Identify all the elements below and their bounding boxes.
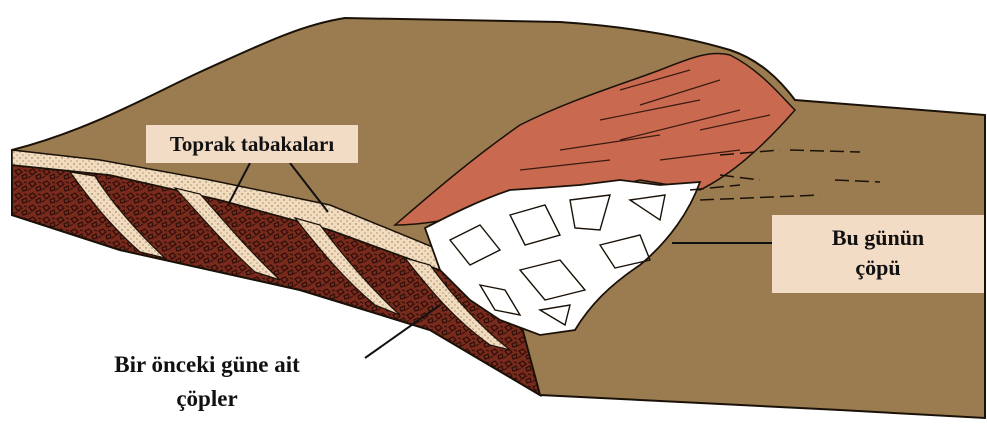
soil-layers-label-text: Toprak tabakaları <box>170 132 334 156</box>
previous-waste-label-line2: çöpler <box>62 382 352 416</box>
soil-layers-label: Toprak tabakaları <box>146 125 358 163</box>
todays-waste-label: Bu günün çöpü <box>772 215 984 293</box>
previous-waste-label-line1: Bir önceki güne ait <box>62 348 352 382</box>
todays-waste-label-line1: Bu günün <box>772 223 984 253</box>
previous-waste-label: Bir önceki güne ait çöpler <box>62 348 352 416</box>
todays-waste-label-line2: çöpü <box>772 253 984 283</box>
